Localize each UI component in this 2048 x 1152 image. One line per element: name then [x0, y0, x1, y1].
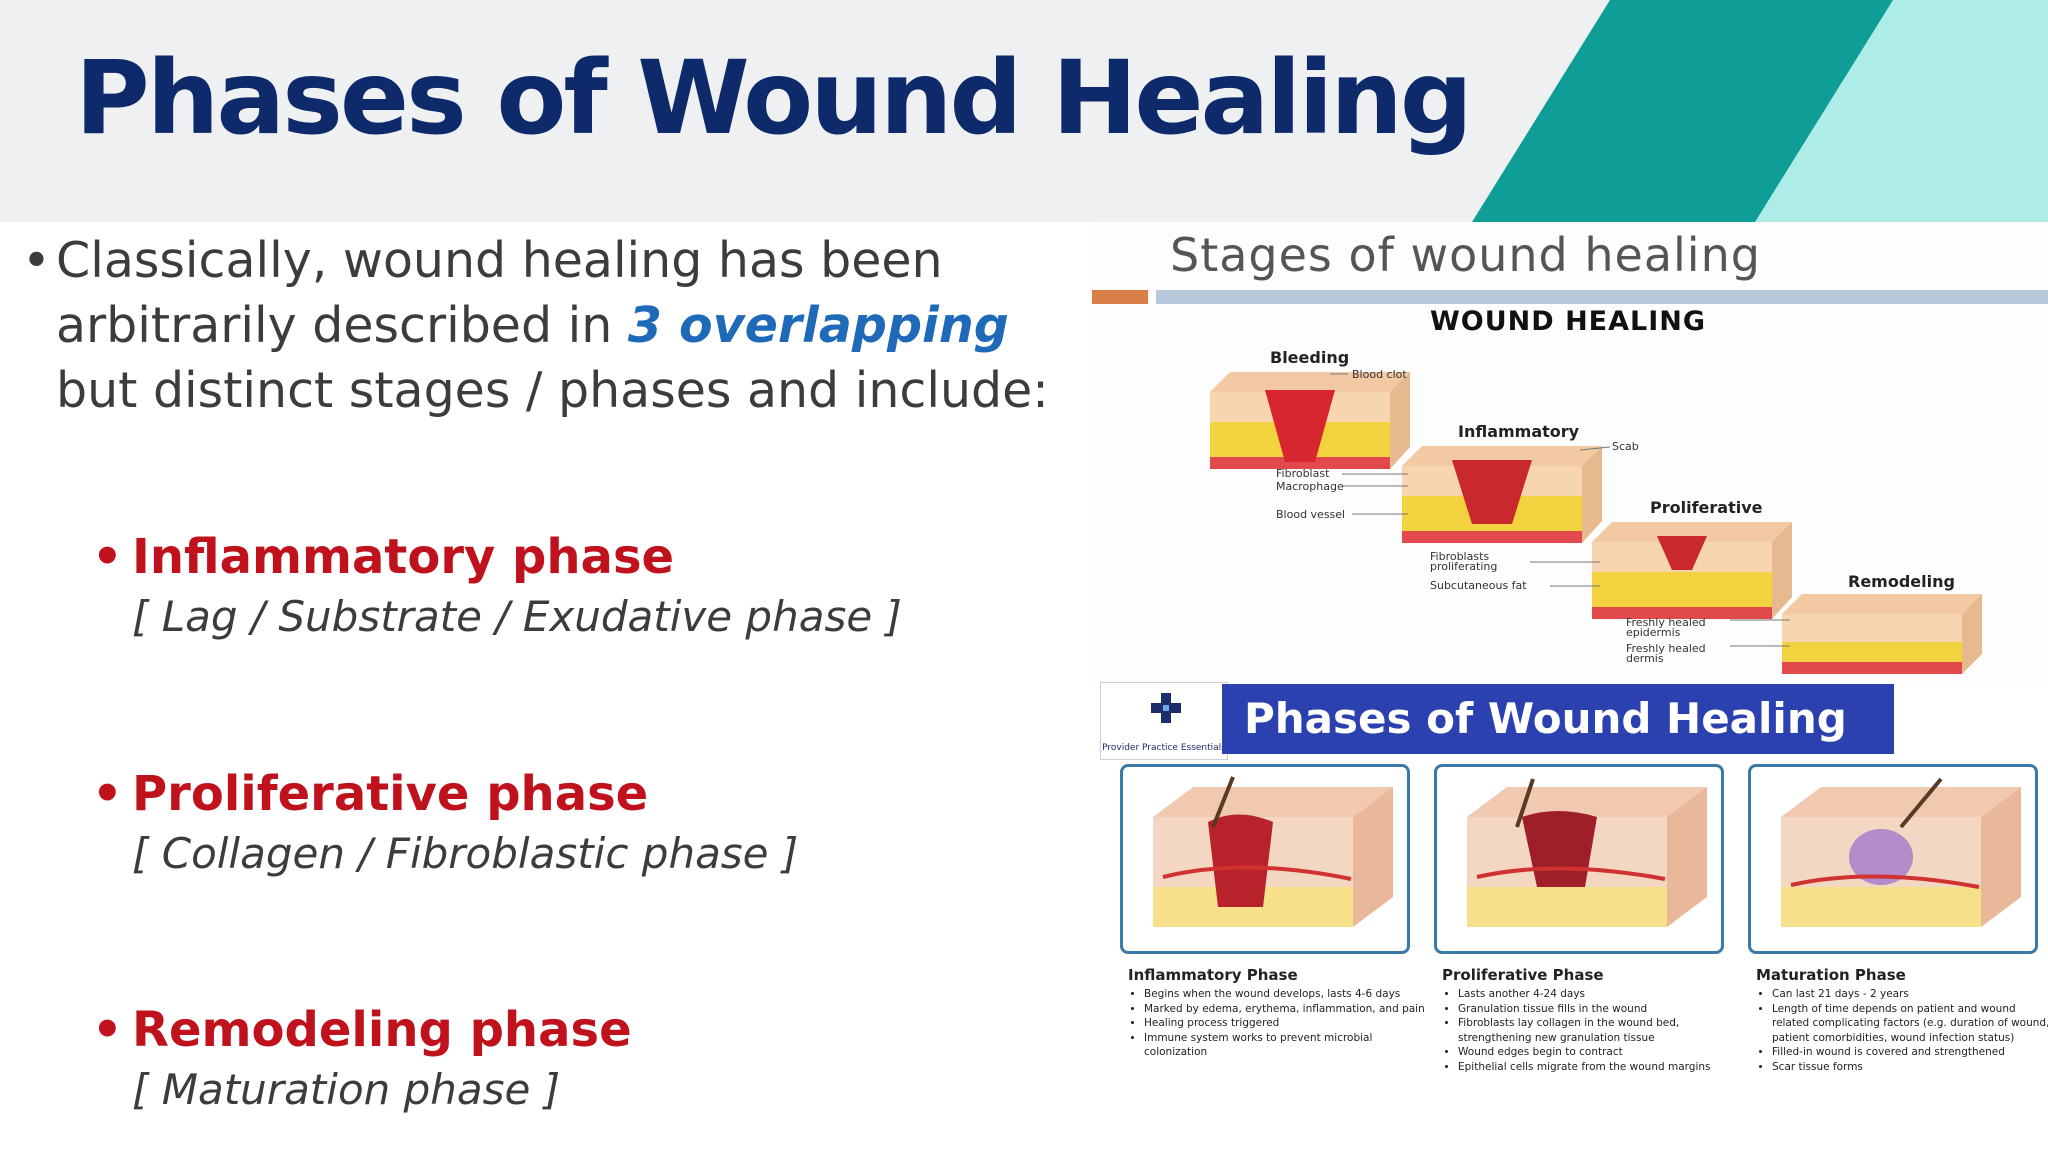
phases-infographic: Provider Practice Essentials Phases of W… [1090, 682, 2048, 1152]
intro-bullet: • Classically, wound healing has been ar… [22, 228, 1062, 423]
label-blood-vessel: Blood vessel [1276, 508, 1346, 521]
skin-block-inflammatory [1402, 446, 1602, 543]
column-bullets: Can last 21 days - 2 years Length of tim… [1756, 987, 2048, 1074]
phase-name: Remodeling phase [132, 1002, 632, 1058]
list-item: Wound edges begin to contract [1458, 1045, 1742, 1060]
skin-cross-section-inflammatory [1153, 776, 1393, 927]
list-item: Healing process triggered [1144, 1016, 1428, 1031]
skin-cross-section-maturation [1781, 777, 2021, 927]
stages-figure: Stages of wound healing WOUND HEALING [1090, 222, 2048, 682]
skin-block-bleeding [1210, 372, 1410, 469]
title-banner: Phases of Wound Healing [0, 0, 2048, 222]
orange-rule [1092, 290, 1148, 304]
list-item: Granulation tissue fills in the wound [1458, 1002, 1742, 1017]
slide-title: Phases of Wound Healing [75, 39, 1473, 158]
skin-cross-section-proliferative [1467, 778, 1707, 927]
label-subcutaneous-fat: Subcutaneous fat [1430, 579, 1527, 592]
label-fibroblast: Fibroblast [1276, 467, 1330, 480]
panel-proliferative [1434, 764, 1724, 954]
phase-item-inflammatory: •Inflammatory phase [ Lag / Substrate / … [92, 527, 902, 647]
decorative-shapes [1472, 0, 2048, 222]
intro-line-1: Classically, wound healing has been [56, 232, 943, 289]
intro-emphasis: 3 overlapping [627, 297, 1009, 354]
column-maturation: Maturation Phase Can last 21 days - 2 ye… [1756, 965, 2048, 1074]
blue-rule [1156, 290, 2048, 304]
panel-maturation [1748, 764, 2038, 954]
column-inflammatory: Inflammatory Phase Begins when the wound… [1128, 965, 1428, 1060]
stage-label-remodeling: Remodeling [1848, 572, 1955, 591]
phase-alt-names: [ Collagen / Fibroblastic phase ] [132, 829, 799, 878]
list-item: Marked by edema, erythema, inflammation,… [1144, 1002, 1428, 1017]
bullet-dot: • [22, 232, 51, 289]
phase-name: Inflammatory phase [132, 529, 675, 585]
infographic-title-bar: Phases of Wound Healing [1222, 684, 1894, 754]
phase-alt-names: [ Lag / Substrate / Exudative phase ] [132, 592, 902, 641]
label-fibroblasts: Fibroblasts [1430, 550, 1490, 563]
skin-block-remodeling [1782, 594, 1982, 674]
phase-item-remodeling: •Remodeling phase [ Maturation phase ] [92, 1000, 632, 1120]
teal-shape [1472, 0, 1893, 222]
list-item: Lasts another 4-24 days [1458, 987, 1742, 1002]
label-blood-clot: Blood clot [1352, 368, 1407, 381]
infographic-title: Phases of Wound Healing [1244, 694, 1847, 743]
column-bullets: Begins when the wound develops, lasts 4-… [1128, 987, 1428, 1060]
label-scab: Scab [1612, 440, 1639, 453]
label-epidermis: epidermis [1626, 626, 1681, 639]
medical-cross-icon [1151, 693, 1181, 723]
skin-block-proliferative [1592, 522, 1792, 619]
intro-line-2: arbitrarily described in [56, 297, 628, 354]
stage-label-inflammatory: Inflammatory [1458, 422, 1580, 441]
list-item: Can last 21 days - 2 years [1772, 987, 2048, 1002]
column-title: Inflammatory Phase [1128, 966, 1298, 984]
logo-text: Provider Practice Essentials [1102, 743, 1226, 753]
phase-alt-names: [ Maturation phase ] [132, 1065, 561, 1114]
figure-title: Stages of wound healing [1170, 228, 1761, 282]
figure-subtitle: WOUND HEALING [1430, 306, 1707, 337]
stage-label-proliferative: Proliferative [1650, 498, 1763, 517]
phase-name: Proliferative phase [132, 766, 649, 822]
column-title: Proliferative Phase [1442, 966, 1604, 984]
list-item: Length of time depends on patient and wo… [1772, 1002, 2048, 1046]
stage-label-bleeding: Bleeding [1270, 348, 1350, 367]
label-dermis: dermis [1626, 652, 1664, 665]
list-item: Scar tissue forms [1772, 1060, 2048, 1075]
list-item: Begins when the wound develops, lasts 4-… [1144, 987, 1428, 1002]
phase-item-proliferative: •Proliferative phase [ Collagen / Fibrob… [92, 764, 798, 884]
list-item: Fibroblasts lay collagen in the wound be… [1458, 1016, 1742, 1045]
list-item: Epithelial cells migrate from the wound … [1458, 1060, 1742, 1075]
intro-line-3: but distinct stages / phases and include… [56, 362, 1049, 419]
panel-inflammatory [1120, 764, 1410, 954]
label-healed-epidermis: Freshly healed [1626, 616, 1706, 629]
column-proliferative: Proliferative Phase Lasts another 4-24 d… [1442, 965, 1742, 1074]
skin-blocks-illustration [1210, 372, 1982, 674]
provider-logo: Provider Practice Essentials [1100, 682, 1228, 760]
label-macrophage: Macrophage [1276, 480, 1344, 493]
column-bullets: Lasts another 4-24 days Granulation tiss… [1442, 987, 1742, 1074]
list-item: Immune system works to prevent microbial… [1144, 1031, 1428, 1060]
label-proliferating: proliferating [1430, 560, 1498, 573]
column-title: Maturation Phase [1756, 966, 1906, 984]
list-item: Filled-in wound is covered and strengthe… [1772, 1045, 2048, 1060]
label-healed-dermis: Freshly healed [1626, 642, 1706, 655]
